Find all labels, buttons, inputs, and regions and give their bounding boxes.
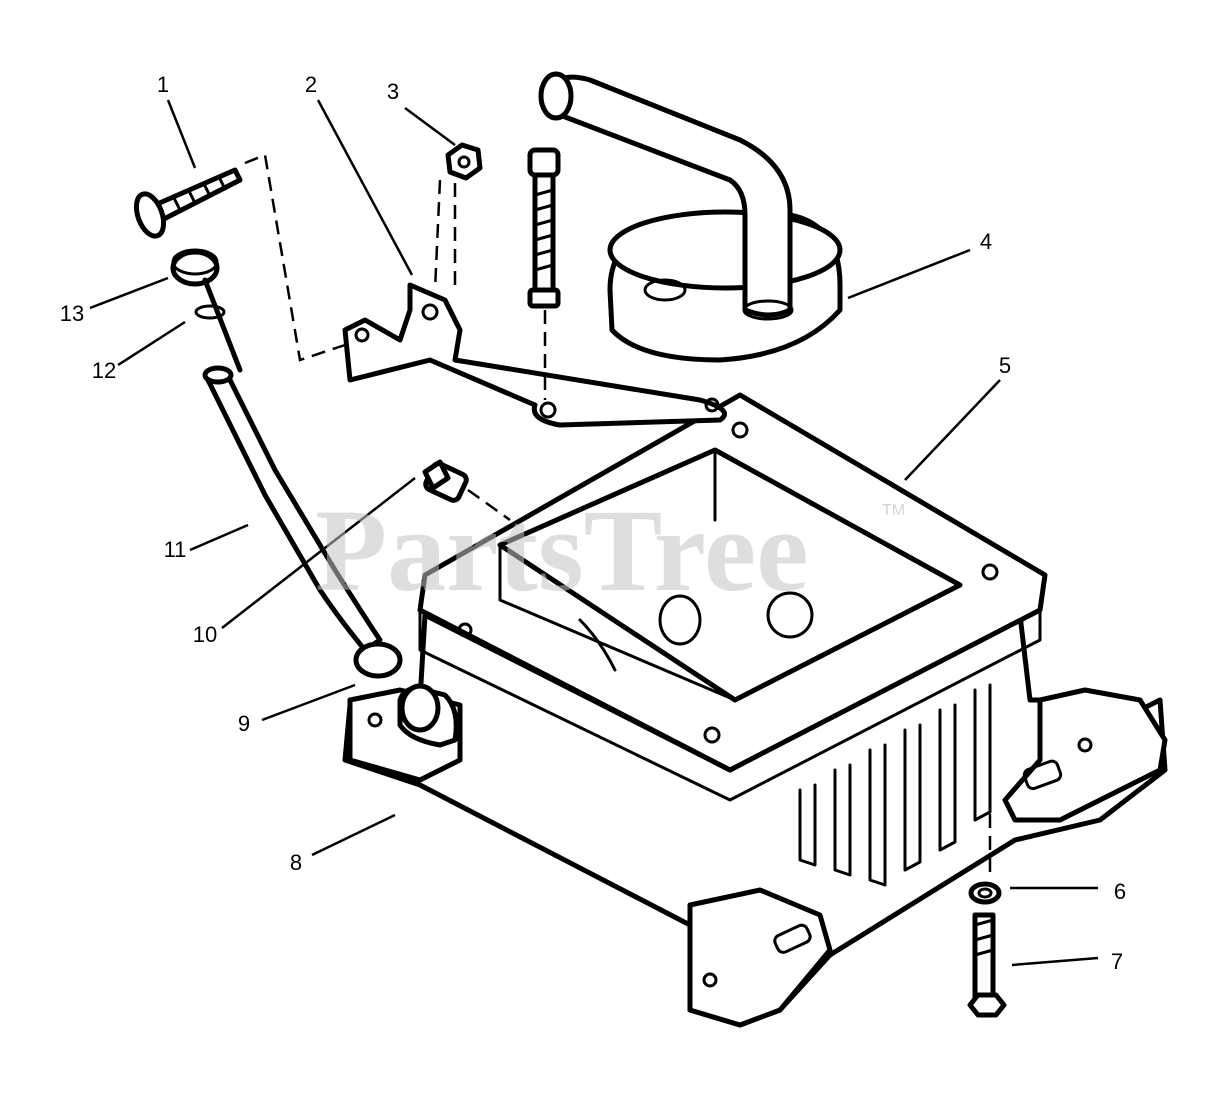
bracket	[342, 282, 727, 428]
callout-2: 2	[305, 72, 317, 97]
callout-10: 10	[193, 622, 217, 647]
callout-12: 12	[92, 358, 116, 383]
sump-base-housing	[342, 392, 1168, 1028]
bolt	[967, 912, 1007, 1018]
callout-6: 6	[1114, 879, 1126, 904]
breather-cover-assembly	[538, 71, 843, 363]
callout-1: 1	[157, 72, 169, 97]
callout-9: 9	[238, 711, 250, 736]
bolt-vertical	[527, 147, 561, 309]
callout-7: 7	[1111, 949, 1123, 974]
drain-plug	[422, 459, 469, 503]
screw	[133, 167, 243, 239]
callout-labels: 1 2 3 4 5 6 7 8 9 10 11 12 13	[60, 72, 1126, 974]
oil-fill-boss	[397, 683, 459, 748]
callout-13: 13	[60, 301, 84, 326]
watermark: PartsTree	[315, 485, 809, 616]
leader-lines	[89, 99, 1099, 967]
callout-5: 5	[999, 353, 1011, 378]
watermark-trademark: TM	[882, 502, 905, 519]
alignment-lines	[244, 153, 992, 880]
nut	[445, 142, 483, 181]
callout-8: 8	[290, 850, 302, 875]
callout-3: 3	[387, 79, 399, 104]
washer	[968, 881, 1002, 905]
callout-4: 4	[980, 229, 992, 254]
dipstick-assembly	[170, 248, 403, 679]
callout-11: 11	[164, 537, 187, 562]
